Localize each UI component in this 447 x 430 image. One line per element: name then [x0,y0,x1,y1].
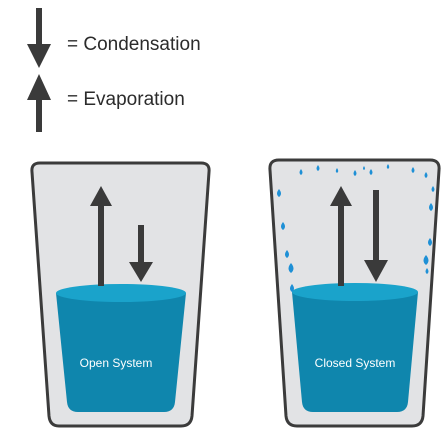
legend-condensation-label: = Condensation [67,34,201,55]
evaporation-arrow-icon [27,74,51,132]
condensation-arrow-icon [27,8,51,68]
open-system-label: Open System [79,356,153,370]
legend-evaporation-label: = Evaporation [67,89,185,110]
closed-system-label: Closed System [314,356,396,370]
droplet-icon [277,164,435,292]
